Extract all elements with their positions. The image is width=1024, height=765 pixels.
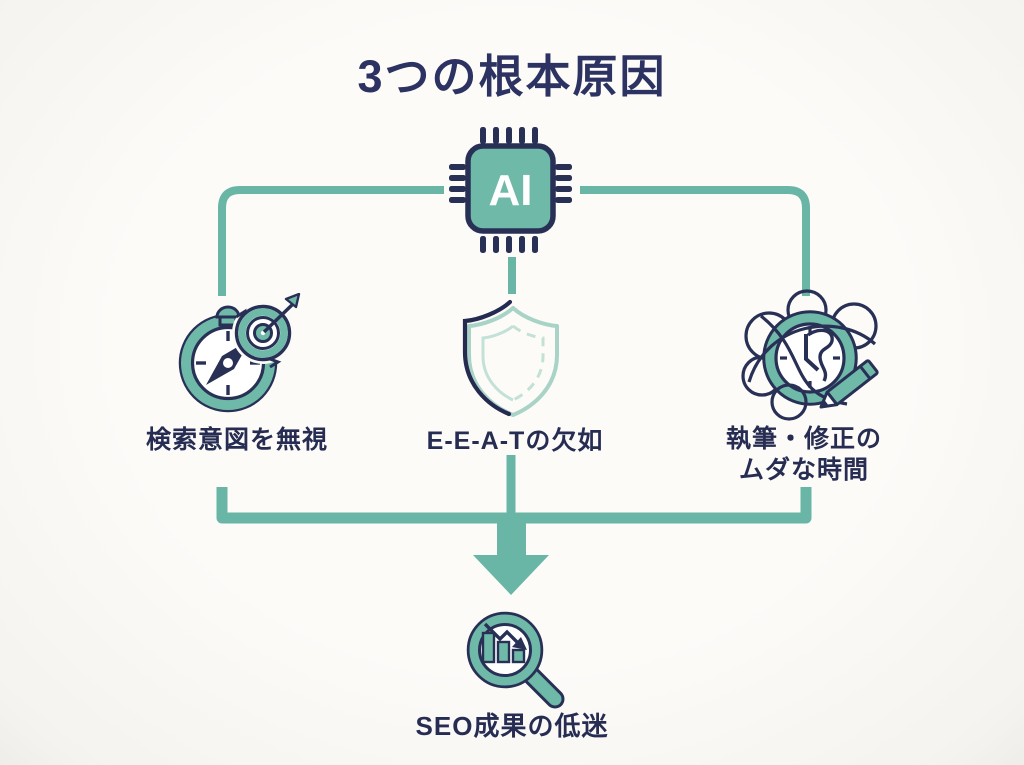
cause-label-line: ムダな時間 (738, 456, 869, 484)
connector-left-bracket (218, 186, 444, 296)
compass-target-icon (178, 293, 301, 413)
ai-chip-icon: AI (449, 127, 572, 253)
tangled-clock-pencil-icon (741, 289, 879, 421)
pencil-icon (819, 359, 879, 409)
ai-chip-label: AI (489, 166, 533, 215)
cause-label-line: E-E-A-Tの欠如 (426, 427, 604, 455)
shield-icon (462, 299, 559, 417)
down-arrow (473, 516, 549, 595)
connector-right-bracket (580, 186, 810, 296)
cause-label-ignore-search-intent: 検索意図を無視 (101, 425, 373, 456)
magnifier-declining-chart-icon (466, 611, 565, 709)
result-label-line: SEO成果の低迷 (415, 711, 609, 741)
cause-label-wasted-revision-time: 執筆・修正の ムダな時間 (668, 424, 940, 486)
magnifier-handle (522, 666, 565, 709)
declining-trend-arrow (483, 622, 527, 650)
declining-bars (481, 631, 526, 664)
result-label-seo-decline: SEO成果の低迷 (376, 706, 648, 743)
page-title: 3つの根本原因 (357, 51, 667, 102)
cause-label-lack-of-eeat: E-E-A-Tの欠如 (379, 426, 651, 457)
melting-clock-hands (804, 328, 834, 382)
cause-label-line: 検索意図を無視 (145, 426, 328, 454)
cause-label-line: 執筆・修正の (725, 425, 882, 453)
target (234, 304, 292, 362)
target-arrow (262, 293, 301, 334)
